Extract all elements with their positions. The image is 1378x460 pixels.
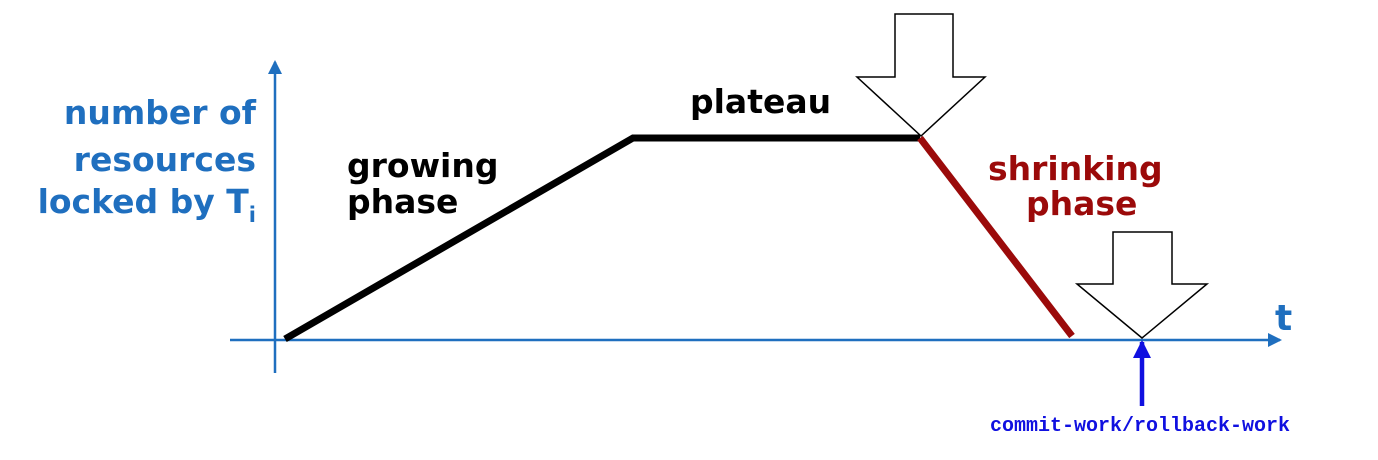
down-arrow-icon — [855, 13, 987, 138]
shrinking-phase-label: shrinking phase — [988, 149, 1163, 223]
y-axis-label-line3-main: locked by T — [38, 182, 250, 221]
y-axis-label-line3: locked by Ti — [38, 182, 256, 227]
plateau-label: plateau — [690, 82, 831, 121]
y-axis-label-subscript: i — [249, 203, 256, 227]
y-axis-label-line1: number of — [64, 93, 257, 132]
y-axis-label: number of resources locked by Ti — [38, 93, 257, 227]
x-axis-label: t — [1275, 298, 1292, 339]
commit-rollback-label: commit-work/rollback-work — [990, 415, 1290, 438]
shrinking-phase-line — [917, 135, 1075, 339]
lock-count-curve — [283, 134, 920, 343]
growing-phase-label: growing phase — [347, 146, 498, 221]
growing-phase-label-line1: growing — [347, 146, 498, 185]
shrinking-phase-label-line1: shrinking — [988, 149, 1163, 188]
shrinking-phase-label-line2: phase — [1026, 184, 1137, 223]
growing-phase-label-line2: phase — [347, 182, 458, 221]
end-down-arrow-icon — [1074, 231, 1210, 339]
y-axis-label-line2: resources — [74, 140, 256, 179]
